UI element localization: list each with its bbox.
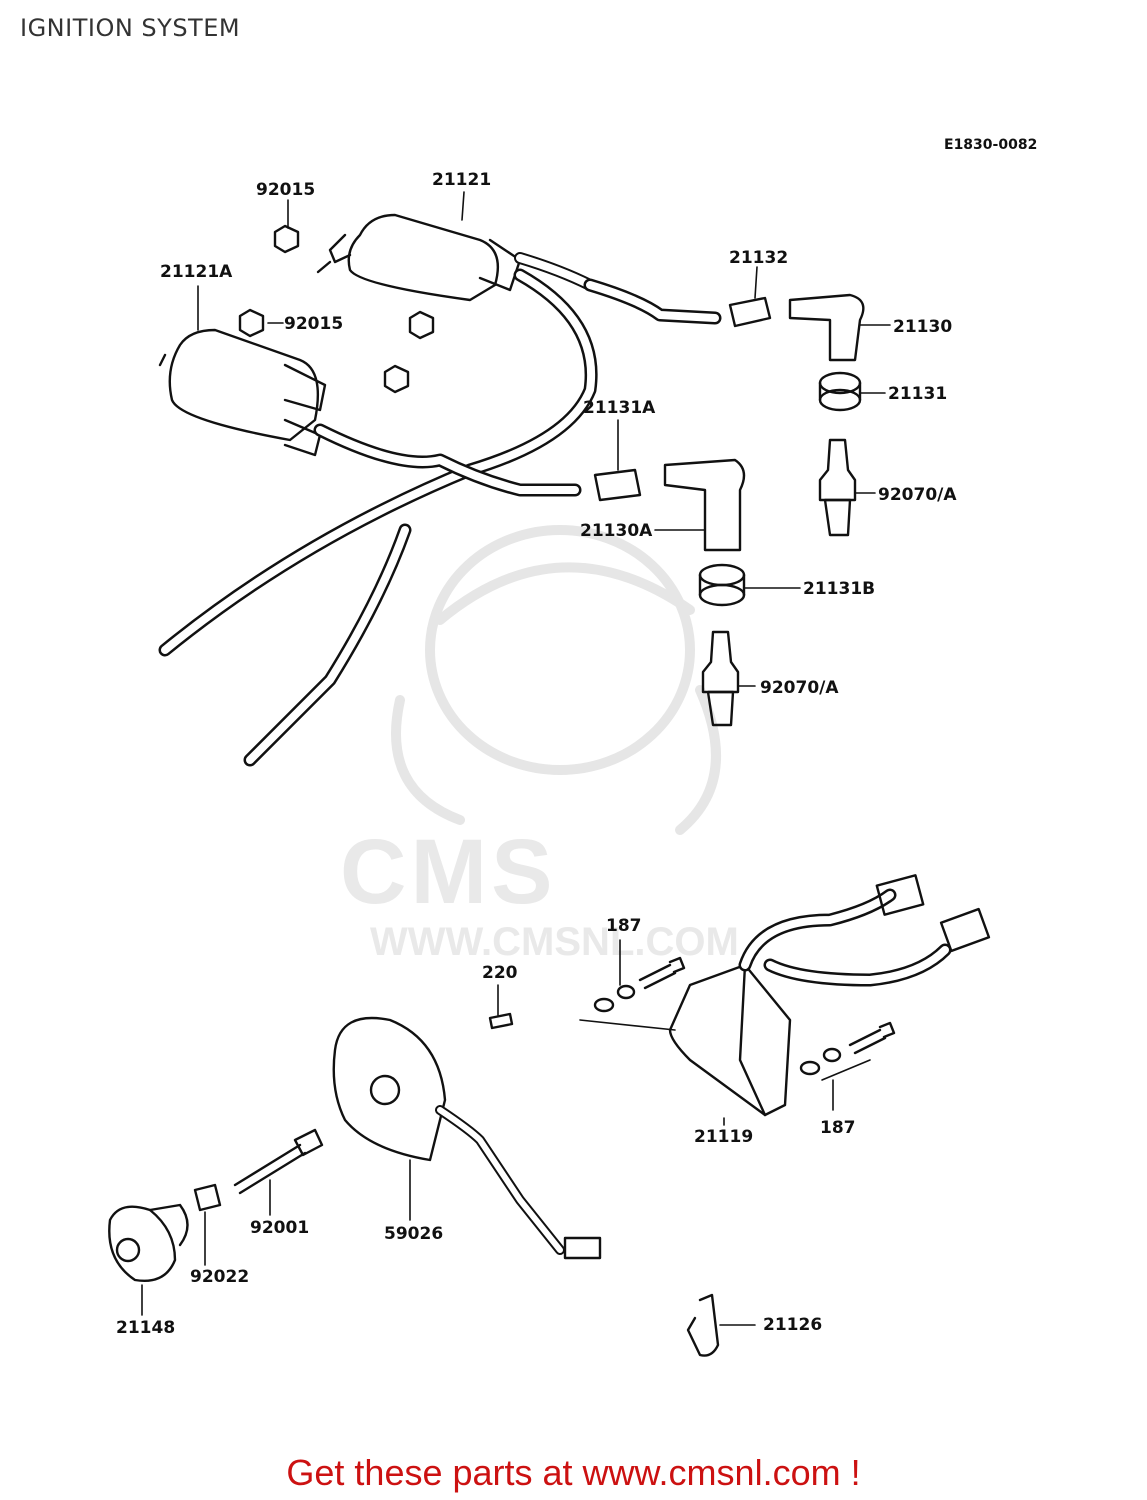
washer-92022 — [193, 1183, 222, 1212]
cap-21132 — [728, 296, 772, 328]
leader-lines — [141, 191, 891, 1326]
part-label: 187 — [820, 1118, 856, 1138]
nut-92015-upper — [273, 224, 300, 254]
part-label: 92070/A — [760, 678, 839, 698]
diagram-code: E1830-0082 — [944, 137, 1038, 153]
part-label: 92015 — [256, 180, 316, 200]
ht-lead-upper — [158, 268, 598, 657]
clamp-21126 — [686, 1293, 720, 1357]
part-label: 21121A — [160, 262, 233, 282]
part-label: 21126 — [763, 1315, 823, 1335]
igniter-21119 — [668, 874, 991, 1117]
rotor-21148 — [108, 1203, 189, 1282]
part-label: 21130A — [580, 521, 653, 541]
plug-cap-21130 — [788, 293, 865, 362]
part-label: 187 — [606, 916, 642, 936]
part-label: 21132 — [729, 248, 789, 268]
cap-21131a — [593, 468, 642, 502]
nut-92015-mid — [383, 364, 410, 394]
ht-lead-short — [583, 278, 722, 325]
part-label: 21119 — [694, 1127, 754, 1147]
ht-lead-lower — [243, 423, 582, 767]
pickup-plate-59026 — [332, 1016, 602, 1260]
part-label: 21131B — [803, 579, 876, 599]
bolt-187-lower — [799, 1021, 896, 1076]
seal-21131b — [698, 563, 746, 607]
ignition-coil-21121a — [158, 328, 327, 457]
part-label: 92015 — [284, 314, 344, 334]
watermark-brand: CMS — [340, 821, 557, 923]
nut-92015-lower — [238, 308, 265, 338]
part-label: 220 — [482, 963, 518, 983]
page-title: IGNITION SYSTEM — [20, 14, 241, 42]
nut-coil-lower — [408, 310, 435, 340]
part-label: 21148 — [116, 1318, 176, 1338]
plug-cap-21130a — [663, 458, 746, 552]
watermark-mascot — [391, 525, 721, 835]
spark-plug-lower — [701, 630, 740, 727]
part-label: 59026 — [384, 1224, 444, 1244]
bolt-92001 — [233, 1128, 324, 1195]
spark-plug-upper — [818, 438, 857, 537]
bolt-187-upper — [593, 956, 686, 1013]
part-label: 92070/A — [878, 485, 957, 505]
part-label: 21131 — [888, 384, 948, 404]
footer-link-text[interactable]: Get these parts at www.cmsnl.com ! — [286, 1452, 861, 1493]
part-label: 92022 — [190, 1267, 250, 1287]
watermark-url: WWW.CMSNL.COM — [370, 920, 739, 964]
part-label: 92001 — [250, 1218, 310, 1238]
part-label: 21130 — [893, 317, 953, 337]
screw-220 — [488, 1012, 514, 1030]
part-label: 21121 — [432, 170, 492, 190]
part-label: 21131A — [583, 398, 656, 418]
seal-21131 — [818, 371, 862, 412]
